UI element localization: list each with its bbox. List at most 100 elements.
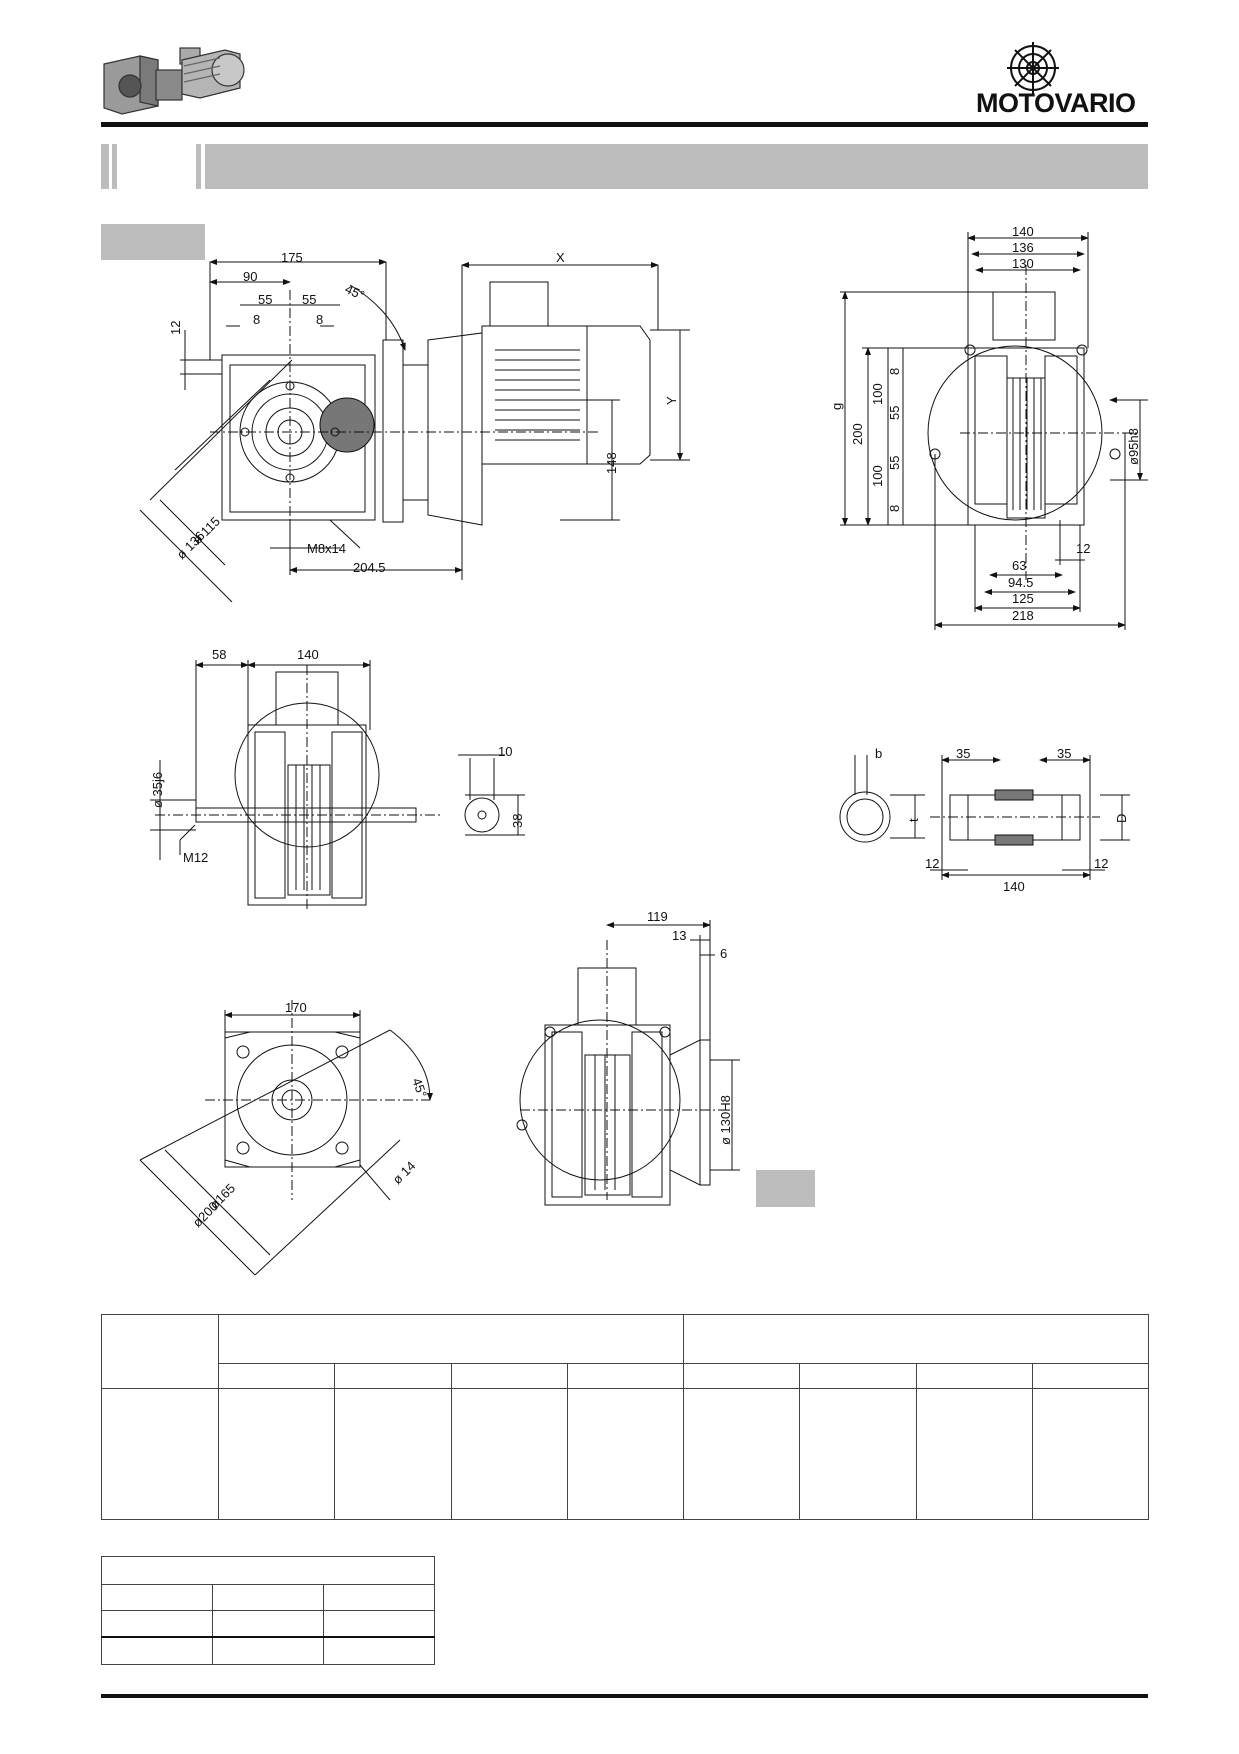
dim-g: g (829, 403, 844, 410)
view-mid-left (150, 660, 525, 910)
title-band-stripe (196, 144, 201, 189)
dim-X: X (556, 250, 565, 265)
dim-13: 13 (672, 928, 686, 943)
brand-name: MOTOVARIO (976, 88, 1136, 118)
dim-38: 38 (510, 814, 525, 828)
table-subheader (915, 1363, 1033, 1389)
dim-8a: 8 (887, 368, 902, 375)
dim-100a: 100 (870, 383, 885, 405)
table-subheader (1031, 1363, 1150, 1389)
small-table-header (101, 1556, 435, 1585)
small-table-cell (212, 1584, 324, 1611)
header-rule (101, 122, 1148, 127)
dim-12a: 12 (925, 856, 939, 871)
title-band-left-stripe (101, 144, 109, 189)
dim-t: t (906, 818, 921, 822)
table-cell (1031, 1388, 1150, 1520)
table-group-header (683, 1314, 1149, 1364)
dim-angle: 45° (343, 281, 367, 303)
table-cell (915, 1388, 1033, 1520)
dim-130: 130 (1012, 256, 1034, 271)
dim-55b: 55 (887, 456, 902, 470)
small-table-cell (323, 1636, 435, 1665)
small-table (101, 1556, 435, 1665)
table-cell (217, 1388, 336, 1520)
table-subheader (334, 1363, 452, 1389)
small-table-cell (101, 1636, 213, 1665)
small-table-cell (212, 1636, 324, 1665)
dim-Y: Y (664, 396, 679, 405)
dim-d95: ø95h8 (1126, 428, 1141, 465)
footer-rule (101, 1694, 1148, 1698)
dim-10: 10 (498, 744, 512, 759)
dim-58: 58 (212, 647, 226, 662)
dim-148: 148 (604, 452, 619, 474)
section-label-box (101, 224, 205, 260)
small-table-cell (212, 1610, 324, 1637)
small-table-cell (323, 1610, 435, 1637)
dim-12b: 12 (1094, 856, 1108, 871)
table-cell (334, 1388, 452, 1520)
title-band-stripe (112, 144, 117, 189)
motovario-gear-logo-icon (1007, 42, 1059, 94)
dim-m8x14: M8x14 (307, 541, 346, 556)
spec-table (101, 1314, 1150, 1520)
dim-8b: 8 (887, 505, 902, 512)
dim-125: 125 (1012, 591, 1034, 606)
dim-b: b (875, 746, 882, 761)
view-top-right (840, 232, 1148, 630)
dim-8a: 8 (253, 312, 260, 327)
view-top-left (139, 259, 690, 603)
dim-218: 218 (1012, 608, 1034, 623)
table-cell (101, 1388, 219, 1520)
dim-angle: 45° (409, 1076, 430, 1100)
table-subheader (217, 1363, 336, 1389)
dim-labels: 175 90 55 55 8 8 12 45° X Y 148 ø 115 ø … (150, 224, 1141, 1230)
view-hollow-shaft (839, 755, 1130, 880)
dim-55b: 55 (302, 292, 316, 307)
dim-140: 140 (1012, 224, 1034, 239)
small-table-cell (323, 1584, 435, 1611)
dim-m12: M12 (183, 850, 208, 865)
small-table-cell (101, 1584, 213, 1611)
dim-136: 136 (1012, 240, 1034, 255)
table-subheader (566, 1363, 685, 1389)
dim-204: 204.5 (353, 560, 386, 575)
dim-d35: ø 35j6 (150, 772, 165, 808)
dim-90: 90 (243, 269, 257, 284)
dim-35a: 35 (956, 746, 970, 761)
dim-6: 6 (720, 946, 727, 961)
dim-140: 140 (297, 647, 319, 662)
dim-d130: ø 130H8 (718, 1095, 733, 1145)
table-cell (799, 1388, 917, 1520)
table-subheader (450, 1363, 568, 1389)
dim-35b: 35 (1057, 746, 1071, 761)
table-group-header (218, 1314, 684, 1364)
table-cell (682, 1388, 801, 1520)
title-band (205, 144, 1148, 189)
dim-170: 170 (285, 1000, 307, 1015)
dim-d14: ø 14 (390, 1158, 419, 1187)
dim-100b: 100 (870, 465, 885, 487)
table-subheader (682, 1363, 801, 1389)
dim-140: 140 (1003, 879, 1025, 894)
table-cell (566, 1388, 685, 1520)
dim-63: 63 (1012, 558, 1026, 573)
dim-55a: 55 (258, 292, 272, 307)
dim-12: 12 (168, 321, 183, 335)
dim-94: 94.5 (1008, 575, 1033, 590)
gear-motor-thumbnail-icon (103, 47, 245, 115)
dim-12: 12 (1076, 541, 1090, 556)
dim-8b: 8 (316, 312, 323, 327)
section-label-box-small (756, 1170, 815, 1207)
dim-175: 175 (281, 250, 303, 265)
dim-200: 200 (850, 423, 865, 445)
technical-drawing: 175 90 55 55 8 8 12 45° X Y 148 ø 115 ø … (139, 224, 1239, 1276)
table-cell (450, 1388, 568, 1520)
view-side (516, 920, 740, 1206)
dim-119: 119 (647, 909, 668, 924)
table-header-cell (101, 1314, 219, 1389)
dim-D: D (1114, 814, 1129, 823)
view-flange (139, 1000, 433, 1276)
table-subheader (799, 1363, 917, 1389)
